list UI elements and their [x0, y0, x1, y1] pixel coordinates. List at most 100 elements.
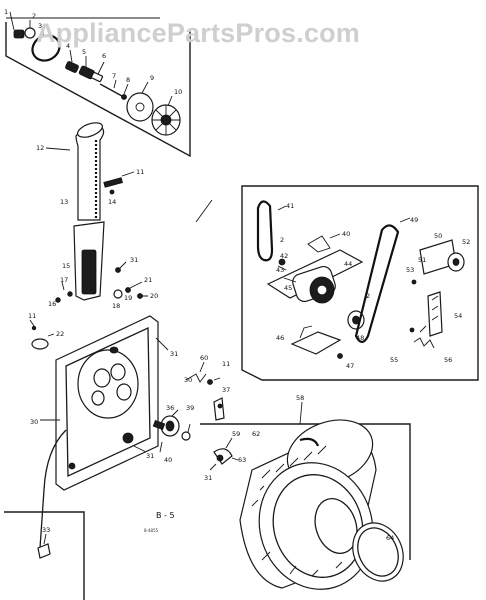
callout-14: 14: [108, 198, 116, 206]
callout-64: 64: [386, 534, 394, 542]
part-8-clip: [121, 94, 127, 100]
part-49-drive-belt: [354, 224, 400, 344]
callout-40b: 40: [342, 230, 350, 238]
blower-box-outline: [5, 22, 191, 158]
callout-59: 59: [232, 430, 240, 438]
grommet-leaders: [29, 319, 55, 337]
leader-12: [45, 147, 71, 151]
callout-48: 48: [356, 334, 364, 342]
part-33-foot: [37, 543, 51, 559]
part-13-duct-opening: [77, 122, 103, 138]
leader-11a: [121, 171, 135, 177]
callout-2: 2: [32, 12, 36, 20]
callout-33: 33: [42, 526, 50, 534]
callout-36: 36: [166, 404, 174, 412]
callout-17: 17: [60, 276, 68, 284]
part-37-pin: [217, 403, 223, 409]
callout-41: 41: [286, 202, 294, 210]
part-31-roller: [122, 432, 134, 444]
callout-6: 6: [102, 52, 106, 60]
callout-45: 45: [284, 284, 292, 292]
page-code: 8-4855: [144, 528, 159, 533]
callout-54: 54: [454, 312, 462, 320]
part-62-seal-lip: [299, 437, 320, 447]
drum-small-leaders: [209, 437, 239, 471]
callout-56: 56: [444, 356, 452, 364]
part-54-bracket: [427, 291, 443, 337]
part-30-hole-d: [91, 390, 105, 406]
callout-5: 5: [82, 48, 86, 56]
callout-40: 40: [164, 456, 172, 464]
part-44-motor-shaft: [316, 284, 328, 296]
bulkhead-group: [29, 315, 169, 549]
part-9-disc: [126, 92, 154, 122]
part-15-screen-mesh: [83, 251, 95, 291]
drive-box-outline: [241, 185, 479, 381]
part-11c-screw: [31, 325, 37, 331]
part-58-drum-ribs: [251, 445, 363, 577]
callout-15: 15: [62, 262, 70, 270]
part-30-hole-c: [116, 383, 132, 401]
callout-11d: 11: [222, 360, 230, 368]
callout-11c: 11: [28, 312, 36, 320]
callout-52: 52: [462, 238, 470, 246]
part-59-roller: [213, 448, 233, 465]
part-46-tab: [299, 325, 313, 339]
callout-46: 46: [276, 334, 284, 342]
callout-9: 9: [150, 74, 154, 82]
callout-51: 51: [418, 256, 426, 264]
callout-31b: 31: [170, 350, 178, 358]
callout-19: 19: [124, 294, 132, 302]
callout-22: 22: [56, 330, 64, 338]
part-9-hub: [135, 102, 145, 112]
drum-box-group: [200, 401, 411, 590]
callout-13: 13: [60, 198, 68, 206]
part-19-screw: [125, 287, 131, 293]
part-36-hub: [165, 420, 175, 432]
part-47-screw: [337, 353, 343, 359]
callout-58: 58: [296, 394, 304, 402]
drive-box-group: [241, 185, 479, 381]
callout-1: 1: [4, 8, 8, 16]
part-21-screw: [115, 267, 121, 273]
part-6-collar: [90, 71, 104, 83]
callout-21: 21: [144, 276, 152, 284]
duct-assembly-group: [45, 122, 148, 303]
callout-39: 39: [186, 404, 194, 412]
part-13-exhaust-duct: [75, 125, 105, 221]
part-18-gasket: [113, 289, 123, 299]
part-55-spring: [413, 337, 435, 349]
callout-3: 3: [38, 22, 42, 30]
callout-8: 8: [126, 76, 130, 84]
callout-31c: 31: [146, 452, 154, 460]
part-2-washer: [24, 27, 36, 39]
callout-7: 7: [112, 72, 116, 80]
callout-31d: 31: [204, 474, 212, 482]
part-14-screw: [109, 189, 115, 195]
blower-leader-lines: [9, 11, 173, 107]
callout-50: 50: [434, 232, 442, 240]
part-58-drum-inner: [272, 474, 364, 578]
callout-37: 37: [222, 386, 230, 394]
leader-40: [329, 233, 341, 239]
part-17-screw: [67, 291, 73, 297]
power-cord: [39, 429, 67, 549]
stray-mark: [195, 199, 213, 223]
callout-63: 63: [238, 456, 246, 464]
callout-2b: 2: [280, 236, 284, 244]
leader-33: [43, 533, 47, 545]
part-60-spring: [185, 373, 207, 383]
callout-60: 60: [200, 354, 208, 362]
part-37-bracket: [213, 397, 225, 421]
callout-53: 53: [406, 266, 414, 274]
part-42-nut: [278, 258, 286, 266]
drum-box-outline: [200, 423, 411, 560]
callout-49: 49: [410, 216, 418, 224]
callout-47: 47: [346, 362, 354, 370]
part-1-nut: [13, 29, 25, 39]
part-56-pin: [409, 327, 415, 333]
idler-leaders: [199, 361, 221, 381]
callout-43: 43: [276, 266, 284, 274]
part-53-screw: [411, 279, 417, 285]
